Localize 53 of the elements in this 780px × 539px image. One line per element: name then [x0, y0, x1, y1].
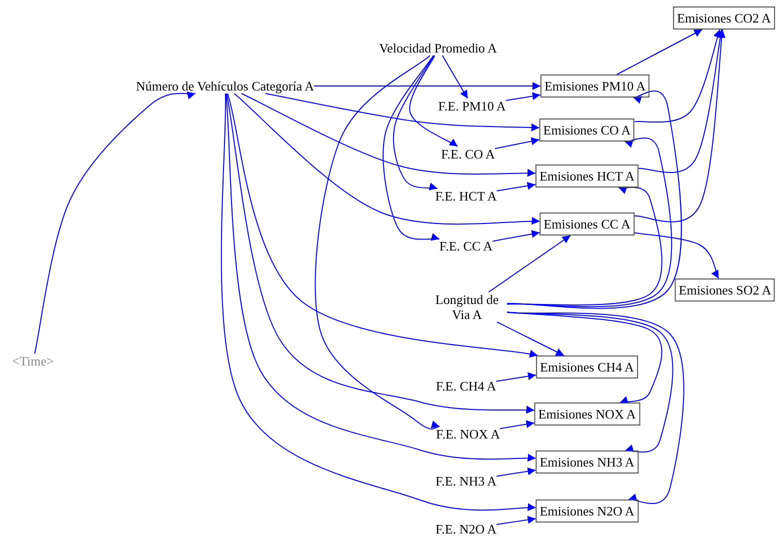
variable-box: Emisiones N2O A — [536, 500, 638, 522]
arrow — [234, 93, 540, 226]
variable-label: F.E. PM10 A — [438, 98, 506, 114]
arrow — [240, 93, 536, 178]
variable-label: F.E. HCT A — [435, 188, 497, 204]
arrow — [506, 184, 662, 306]
arrow — [616, 29, 703, 75]
arrow — [265, 93, 540, 132]
variable-label: F.E. N2O A — [435, 522, 497, 536]
arrow — [634, 29, 722, 123]
arrow — [634, 29, 726, 222]
arrow — [314, 55, 440, 430]
variable-box: Emisiones CH4 A — [536, 356, 638, 378]
arrow — [496, 372, 536, 382]
arrow — [496, 467, 536, 477]
arrow — [500, 420, 535, 430]
variable-box: Emisiones NH3 A — [536, 450, 638, 474]
variable-label: F.E. NH3 A — [435, 474, 497, 488]
variable-label: Número de Vehículos Categoría A — [136, 78, 314, 94]
variable-box: Emisiones CO A — [539, 118, 635, 142]
variable-box: Emisiones SO2 A — [674, 278, 776, 302]
arrow — [488, 235, 571, 292]
variable-label: F.E. CO A — [441, 146, 495, 162]
variable-box: Emisiones HCT A — [535, 164, 639, 188]
arrow — [492, 230, 540, 242]
arrow — [393, 55, 438, 192]
arrow — [496, 182, 536, 192]
arrow — [634, 232, 720, 279]
arrow — [314, 82, 541, 90]
arrow — [409, 55, 458, 147]
arrow — [506, 312, 662, 405]
arrow — [494, 137, 540, 150]
arrow — [496, 322, 564, 356]
arrow — [496, 516, 536, 525]
variable-box: Emisiones CC A — [540, 212, 634, 236]
shadow-variable-label: <Time> — [12, 354, 54, 368]
arrow — [506, 312, 684, 504]
arrow — [227, 93, 538, 358]
variable-label: F.E. CH4 A — [436, 378, 496, 394]
variable-label: F.E. CC A — [439, 238, 493, 254]
variable-label: Longitud de Via A — [427, 292, 507, 322]
variable-box: Emisiones CO2 A — [673, 6, 775, 30]
arrow — [505, 92, 541, 101]
variable-box: Emisiones NOX A — [534, 402, 640, 426]
arrow — [506, 90, 682, 309]
arrow — [638, 29, 724, 174]
variable-label: F.E. NOX A — [436, 426, 500, 442]
arrow — [382, 55, 440, 242]
arrow — [506, 312, 674, 454]
arrow — [34, 90, 196, 354]
arrow — [442, 55, 468, 99]
variable-label: Velocidad Promedio A — [379, 40, 497, 56]
variable-box: Emisiones PM10 A — [540, 74, 650, 98]
